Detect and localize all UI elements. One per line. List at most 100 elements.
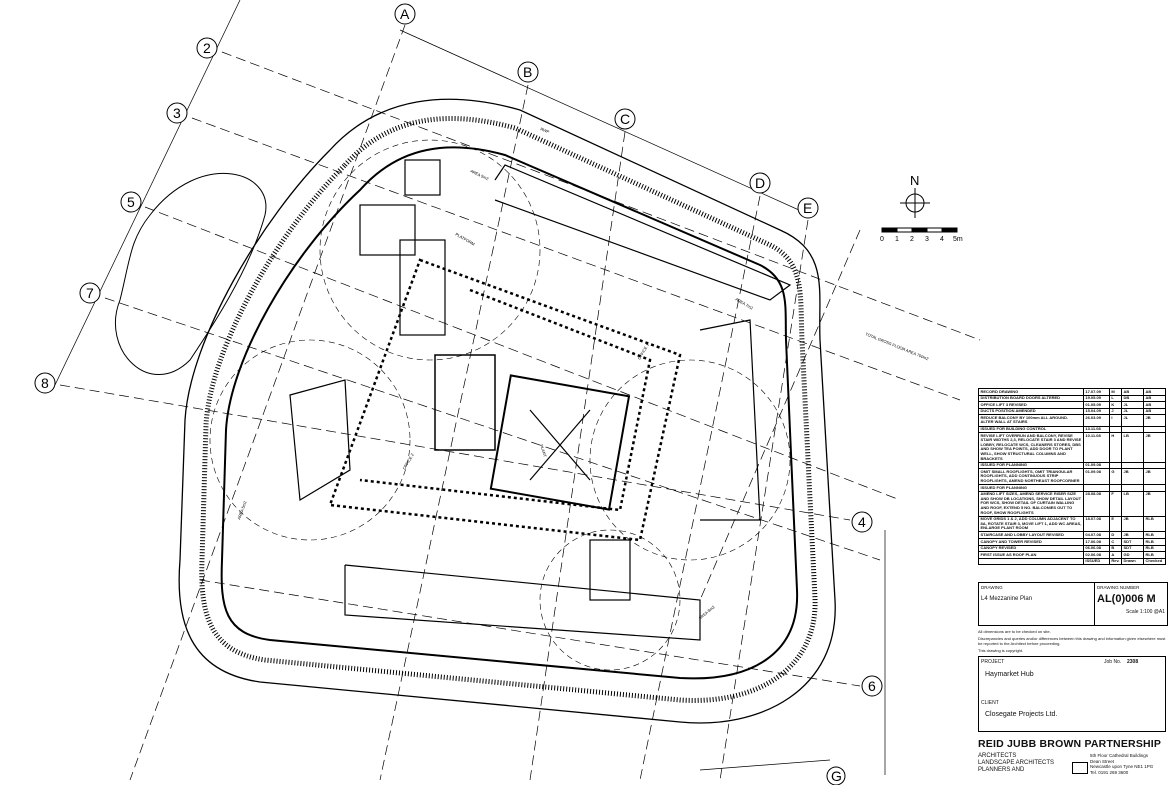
revision-checked: AB [1143, 394, 1166, 403]
revision-rev: L [1108, 394, 1123, 403]
note: Discrepancies and queries and/or differe… [978, 636, 1166, 646]
svg-text:N: N [910, 173, 919, 188]
grid-bubble-d: D [749, 172, 771, 194]
svg-text:A: A [400, 6, 410, 22]
revision-drawn: SDT [1121, 544, 1144, 553]
project-name: Haymarket Hub [985, 671, 1034, 678]
revision-rev [1108, 425, 1123, 434]
revision-checked: AB [1143, 401, 1166, 409]
platform-label: PLATFORM [455, 232, 476, 247]
revision-rev: M [1108, 388, 1123, 396]
revision-rev [1108, 484, 1123, 492]
svg-text:4: 4 [940, 236, 944, 243]
notes: All dimensions are to be checked on site… [978, 628, 1166, 655]
svg-text:5: 5 [127, 194, 135, 210]
svg-text:0: 0 [880, 236, 884, 243]
svg-text:E: E [803, 200, 812, 216]
drawing-number: AL(0)006 M [1097, 593, 1156, 605]
revision-date: 01.09.08 [1082, 468, 1110, 486]
revision-desc: OFFICE LIFT 3 REVISED [978, 401, 1084, 409]
grid-bubble-e: E [797, 197, 819, 219]
note: This drawing is copyright. [978, 648, 1024, 653]
revision-checked: RLB [1143, 538, 1166, 546]
revision-rev [1108, 461, 1123, 470]
svg-text:5m: 5m [953, 236, 963, 243]
grid-bubble-7: 7 [79, 282, 101, 304]
drawn-header: Drawn [1121, 557, 1144, 566]
revision-drawn [1121, 461, 1144, 470]
revision-date: 26.03.09 [1082, 414, 1110, 427]
revision-rev: F [1108, 490, 1123, 517]
revision-date: 01.09.08 [1082, 461, 1110, 470]
dimension-lines [54, 0, 886, 775]
revision-date [1082, 484, 1110, 492]
grid-bubble-g: G [826, 766, 846, 785]
revision-checked: JB [1143, 468, 1166, 486]
revision-drawn: JL [1121, 407, 1144, 416]
client-name: Closegate Projects Ltd. [985, 711, 1058, 718]
revision-checked: JB [1143, 414, 1166, 427]
landscape-oval [114, 172, 267, 375]
svg-text:7: 7 [86, 285, 94, 301]
revision-desc: REDUCE BALCONY BY 100mm ALL AROUND. ALTE… [978, 414, 1084, 427]
svg-text:D: D [755, 175, 765, 191]
revision-drawn: JB [1121, 468, 1144, 486]
revision-drawn: GD [1121, 551, 1144, 559]
inner-wall [220, 146, 799, 680]
revision-date: 28.08.08 [1082, 490, 1110, 517]
revision-rev: B [1108, 544, 1123, 553]
svg-text:6: 6 [868, 678, 876, 694]
revision-desc: ISSUED FOR PLANNING [978, 461, 1084, 470]
revision-desc: DISTRIBUTION BOARD DOORS ALTERED [978, 394, 1084, 403]
revision-drawn: JB [1121, 531, 1144, 540]
discipline: ARCHITECTS [978, 753, 1017, 759]
revision-desc: RECORD DRAWING [978, 388, 1084, 396]
revision-date: 10.11.08 [1082, 432, 1110, 463]
job-number: 2308 [1127, 659, 1139, 665]
address-line: Tel. 0191 269 3600 [1090, 769, 1129, 775]
revision-rev: A [1108, 551, 1123, 559]
svg-text:2: 2 [203, 40, 211, 56]
checked-header: Checked [1143, 557, 1166, 566]
revision-drawn: LB [1121, 432, 1144, 463]
project-label: PROJECT [981, 659, 1005, 665]
revision-drawn: JB [1121, 515, 1144, 533]
discipline: PLANNERS AND [978, 767, 1025, 773]
revision-rev: C [1108, 538, 1123, 546]
revision-checked: AB [1143, 407, 1166, 416]
revision-rev: E [1108, 515, 1123, 533]
svg-text:8: 8 [41, 375, 49, 391]
area-label: AREA 5m2 [236, 500, 248, 521]
svg-text:3: 3 [173, 105, 181, 121]
drawing-number-label: DRAWING NUMBER [1097, 585, 1140, 590]
svg-text:4: 4 [858, 514, 866, 530]
revision-drawn: JL [1121, 414, 1144, 427]
svg-text:1: 1 [895, 236, 899, 243]
revision-date: 01.05.09 [1082, 401, 1110, 409]
revision-drawn: SDT [1121, 538, 1144, 546]
revision-date: 19.05.09 [1082, 394, 1110, 403]
grid-bubble-a: A [394, 3, 416, 25]
revision-desc: CANOPY REVISED [978, 544, 1084, 553]
revision-checked: RLB [1143, 515, 1166, 533]
note: All dimensions are to be checked on site… [978, 629, 1051, 634]
revision-header-row: ISSUED Rev. Drawn Checked [978, 557, 1166, 566]
revision-date: 17.07.09 [1082, 388, 1110, 396]
revision-desc: FIRST ISSUE AS ROOF PLAN [978, 551, 1084, 559]
circles [209, 139, 791, 671]
revision-desc: ISSUED FOR BUILDING CONTROL [978, 425, 1084, 434]
revision-checked [1143, 484, 1166, 492]
revision-desc: MOVE GRIDS 1 & 2, ADD COLUMN ADJACENT TO… [978, 515, 1084, 533]
revision-drawn: LB [1121, 490, 1144, 517]
rwp-label: RWP [540, 126, 551, 134]
firm-logo [1072, 762, 1088, 774]
core [289, 159, 792, 641]
revision-row: AMEND LIFT SIZES, AMEND SERVICE RISER SI… [978, 490, 1166, 517]
